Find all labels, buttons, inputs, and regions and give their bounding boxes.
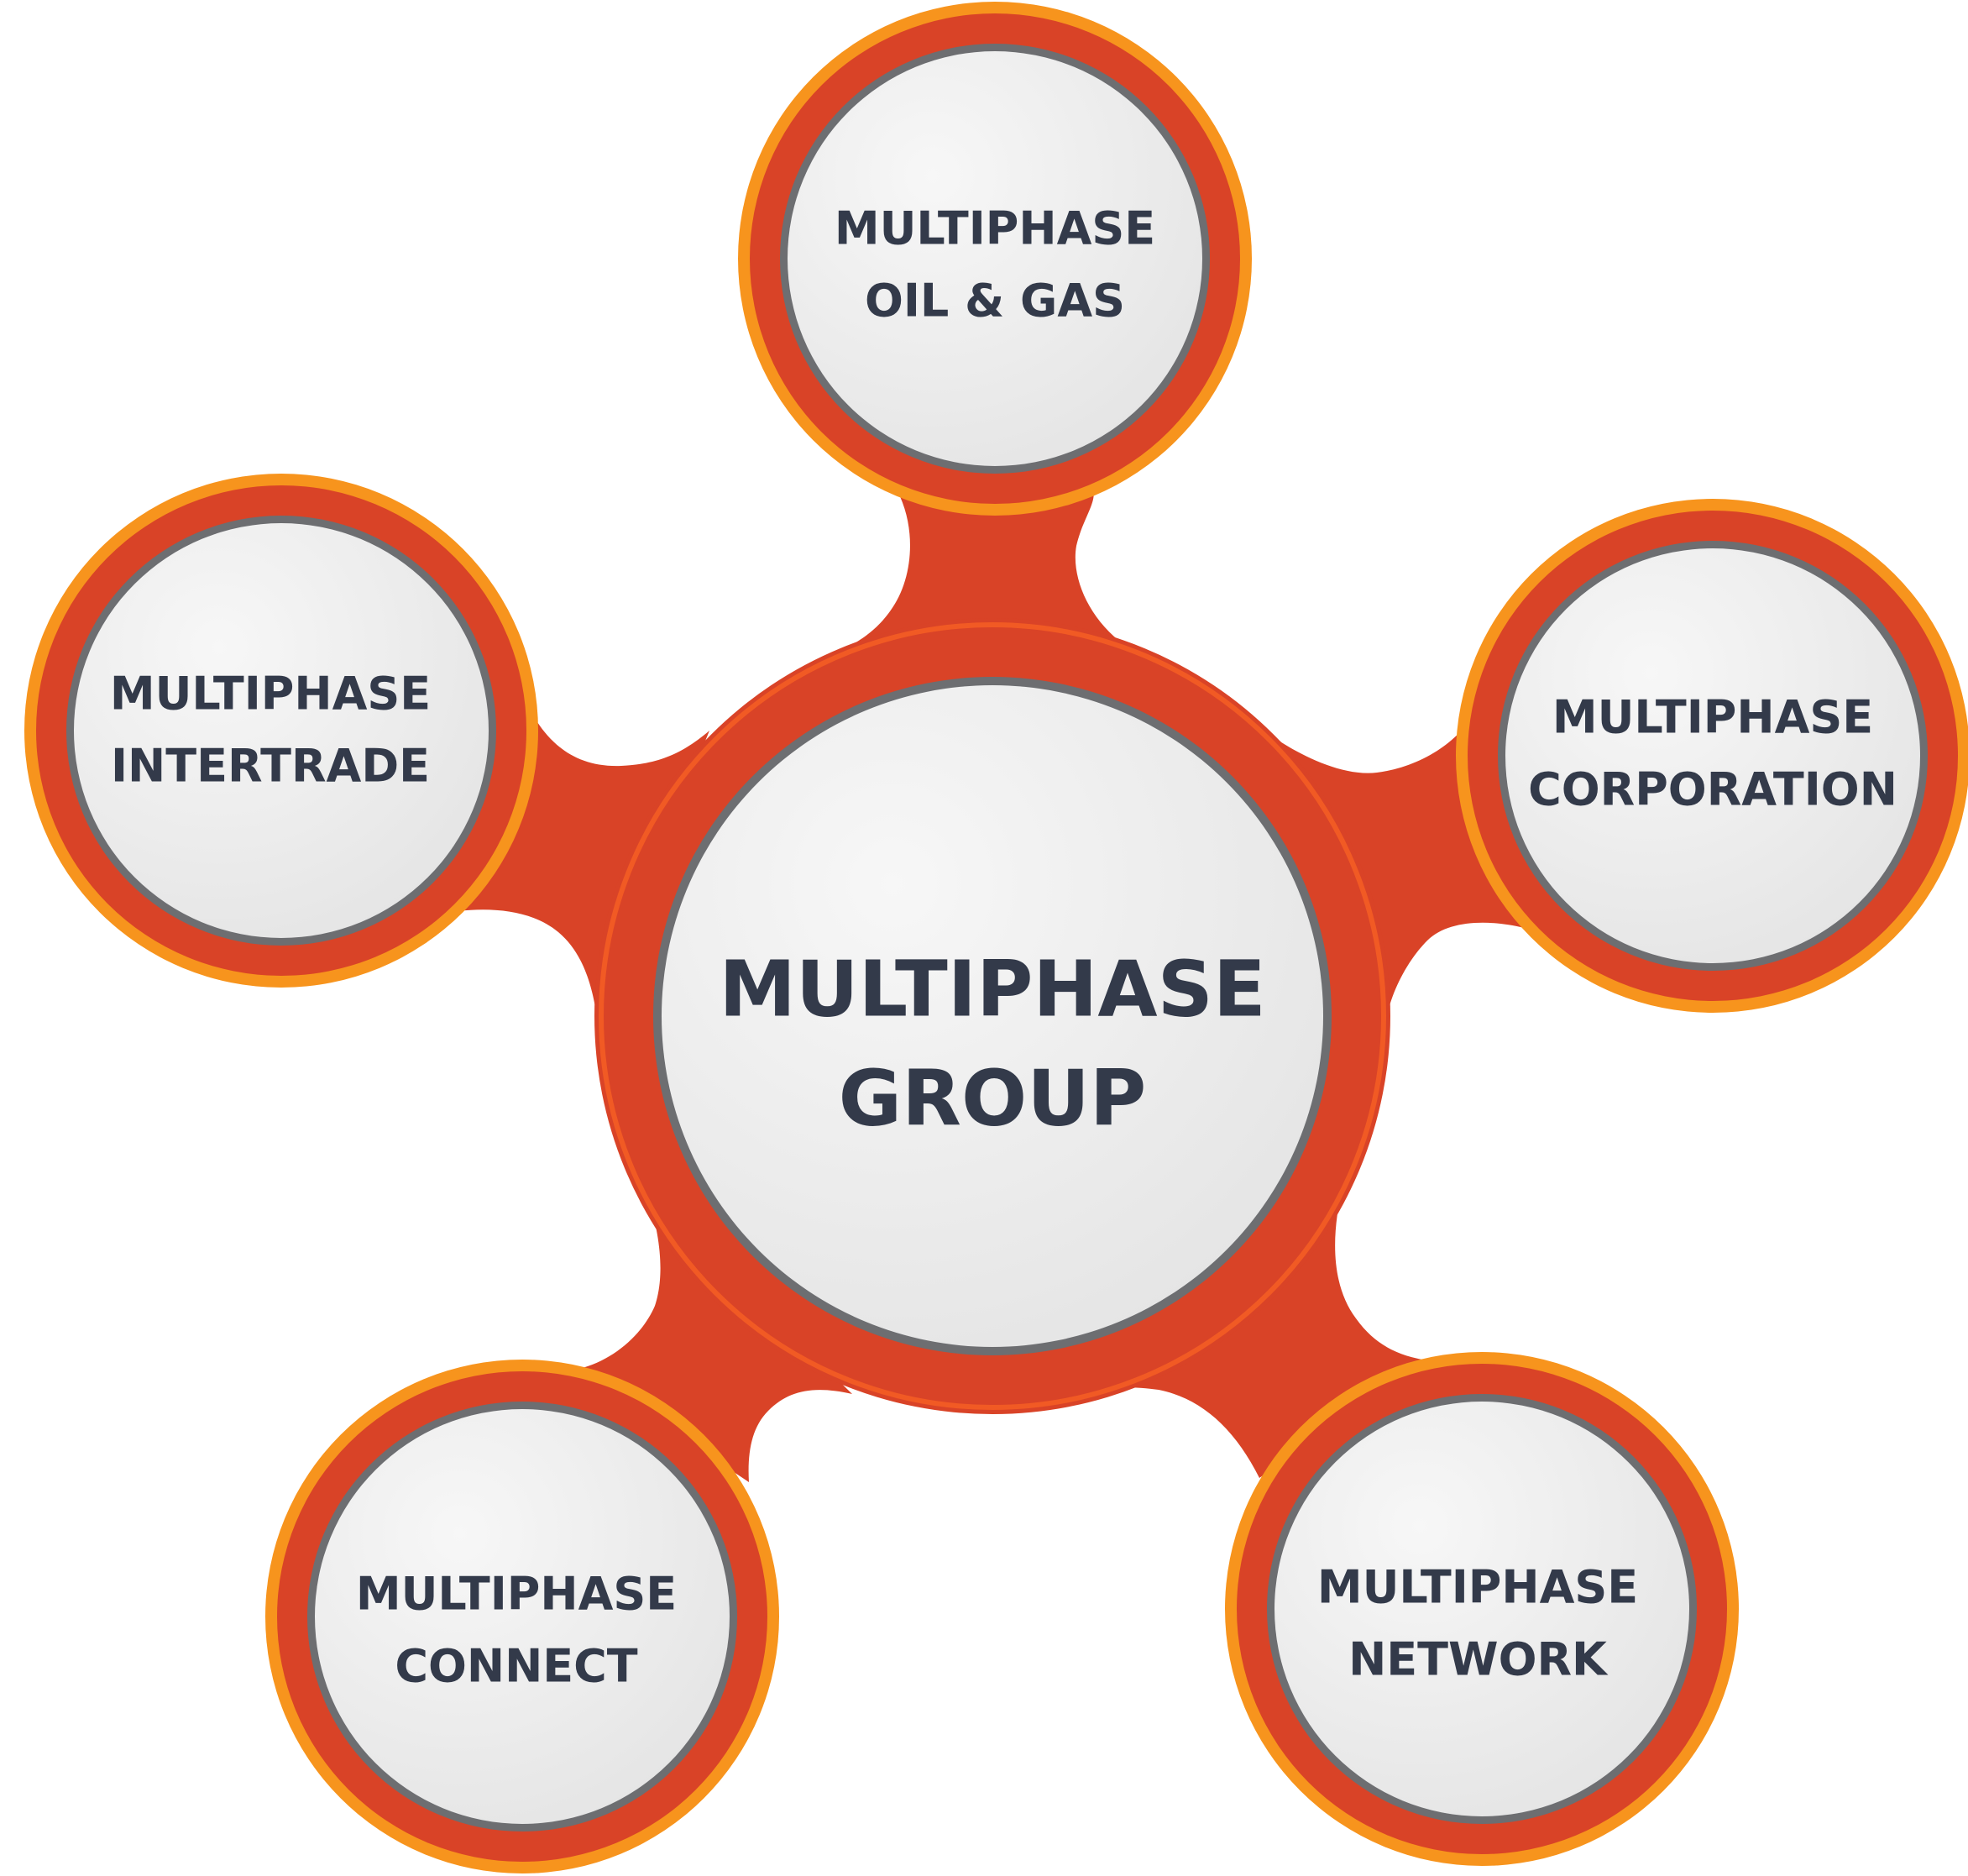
node-label-line1: MULTIPHASE [835, 202, 1155, 255]
node-disc [315, 1409, 730, 1824]
node-label-line1: MULTIPHASE [1317, 1561, 1638, 1614]
node-network: MULTIPHASE NETWORK [1225, 1352, 1739, 1866]
node-disc [74, 523, 489, 938]
node-intertrade: MULTIPHASE INTERTRADE [24, 474, 538, 988]
node-connect: MULTIPHASE CONNECT [265, 1360, 779, 1873]
hub-disc [662, 685, 1323, 1347]
node-corporation: MULTIPHASE CORPORATION [1456, 499, 1968, 1013]
node-oil-gas: MULTIPHASE OIL & GAS [738, 2, 1252, 516]
node-label-line1: MULTIPHASE [1552, 691, 1873, 744]
node-label-line2: NETWORK [1348, 1633, 1609, 1686]
hub-highlight-ring [599, 622, 1386, 1410]
node-label-line2: OIL & GAS [865, 275, 1125, 328]
node-disc [1274, 1402, 1689, 1816]
hub-node: MULTIPHASE GROUP [594, 618, 1390, 1414]
hub-label-line2: GROUP [839, 1054, 1147, 1144]
node-disc [1505, 548, 1920, 963]
node-label-line1: MULTIPHASE [110, 668, 431, 721]
node-label-line1: MULTIPHASE [356, 1568, 677, 1621]
node-disc [788, 51, 1202, 466]
node-label-line2: CONNECT [395, 1640, 637, 1693]
connector-arm-oil-gas [840, 485, 1133, 651]
node-label-line2: INTERTRADE [111, 740, 430, 793]
hub-label-line1: MULTIPHASE [719, 945, 1265, 1035]
node-label-line2: CORPORATION [1528, 763, 1897, 816]
